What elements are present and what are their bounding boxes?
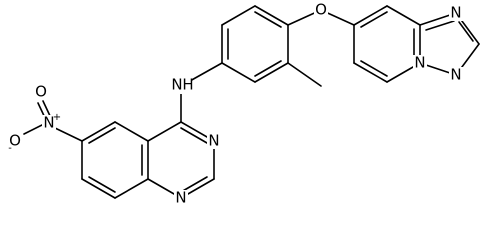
triazole-upper-nitrogen-label: N bbox=[450, 4, 461, 22]
bond-c6-c5-inner bbox=[88, 127, 116, 144]
bond-c5-c4a bbox=[114, 121, 149, 142]
bond-ar2-ar3 bbox=[221, 5, 256, 26]
bond-ar6-ar1 bbox=[221, 62, 256, 83]
quinazoline-n3-label: N bbox=[208, 132, 219, 150]
bond-ar3-ar4-inner bbox=[254, 11, 282, 28]
atom-labels: N + O O - N N N H O N N N bbox=[8, 1, 463, 207]
triazole-right-nitrogen-label: N bbox=[450, 66, 461, 84]
bond-py5-py6 bbox=[353, 62, 388, 83]
bond-c6-c5 bbox=[81, 121, 116, 142]
nitro-positive-charge: + bbox=[53, 112, 61, 123]
bond-ar5-methyl bbox=[287, 62, 322, 87]
bond-n1-c2-inner bbox=[458, 21, 474, 42]
bond-c6-n-nitro bbox=[54, 127, 83, 142]
amine-nitrogen-label: N bbox=[171, 76, 182, 94]
bond-c2-n1-inner bbox=[180, 176, 208, 193]
bond-py5-py6-inner bbox=[360, 60, 388, 77]
bond-n-o-single bbox=[23, 124, 43, 135]
bond-ar3-ar4 bbox=[254, 5, 289, 26]
bond-c4a-c4 bbox=[147, 121, 182, 142]
nitro-nitrogen-label: N bbox=[43, 114, 54, 132]
bond-c8-c7-inner bbox=[88, 176, 116, 193]
bond-c4-n3-inner bbox=[180, 127, 208, 144]
bond-c8a-c8 bbox=[114, 178, 149, 199]
amine-hydrogen-label: H bbox=[182, 76, 193, 94]
quinazoline-n1-label: N bbox=[175, 189, 186, 207]
nitro-oxygen-double-label: O bbox=[35, 83, 47, 101]
bond-lines bbox=[23, 5, 480, 199]
bond-py8a-n1-inner bbox=[425, 20, 455, 31]
bond-py7-py8 bbox=[353, 5, 388, 26]
bond-py7-py8-inner bbox=[360, 11, 388, 28]
nitro-negative-charge: - bbox=[8, 143, 12, 154]
bond-ar5-ar6-inner bbox=[254, 60, 282, 77]
bond-py8-py8a bbox=[386, 5, 421, 26]
bond-c8-c7 bbox=[81, 178, 116, 199]
bridgehead-nitrogen-label: N bbox=[414, 54, 425, 72]
ether-oxygen-label: O bbox=[315, 1, 327, 19]
chemical-structure-diagram: N + O O - N N N H O N N N bbox=[8, 1, 480, 207]
bond-ar5-ar6 bbox=[254, 62, 289, 83]
nitro-oxygen-single-label: O bbox=[9, 132, 21, 150]
